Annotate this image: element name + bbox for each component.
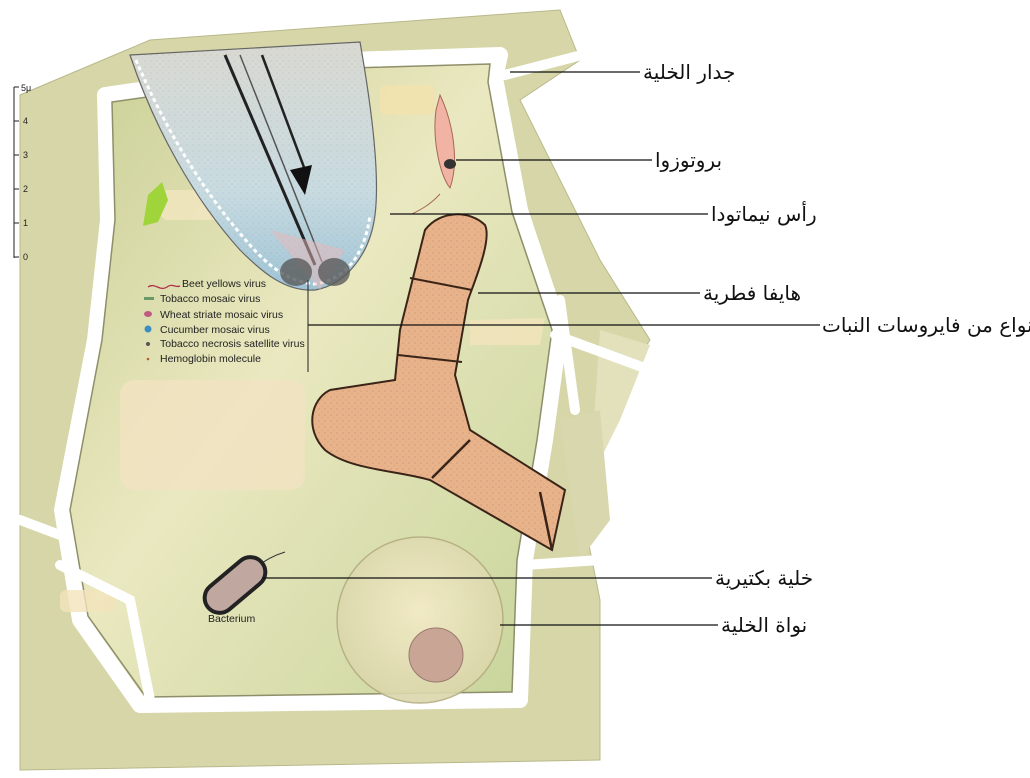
cell-nucleus — [337, 537, 503, 703]
legend-item-0: Beet yellows virus — [182, 278, 266, 290]
legend-item-3: Cucumber mosaic virus — [160, 324, 270, 336]
scale-tick-3: 3 — [23, 150, 28, 160]
scale-tick-2: 2 — [23, 184, 28, 194]
legend-item-4: Tobacco necrosis satellite virus — [160, 338, 305, 350]
sphere-icon — [145, 326, 152, 333]
scale-tick-0: 0 — [23, 252, 28, 262]
label-bacterial-cell: خلية بكتيرية — [715, 568, 813, 588]
bullet-icon — [144, 311, 152, 317]
label-nematode-head: رأس نيماتودا — [711, 204, 817, 224]
legend-item-2: Wheat striate mosaic virus — [160, 309, 283, 321]
label-cell-wall: جدار الخلية — [643, 62, 735, 82]
label-plant-viruses: أنواع من فايروسات النبات — [822, 315, 1030, 335]
legend-item-5: Hemoglobin molecule — [160, 353, 261, 365]
bacterium-caption: Bacterium — [208, 613, 256, 625]
tiny-dot-icon — [147, 358, 150, 361]
rod-icon — [144, 297, 154, 300]
legend-item-1: Tobacco mosaic virus — [160, 293, 260, 305]
scale-tick-4: 4 — [23, 116, 28, 126]
label-cell-nucleus: نواة الخلية — [721, 615, 807, 635]
scale-tick-1: 1 — [23, 218, 28, 228]
dot-icon — [146, 342, 150, 346]
scale-unit: 5μ — [21, 83, 31, 93]
label-protozoa: بروتوزوا — [655, 150, 722, 170]
label-fungal-hypha: هايفا فطرية — [703, 283, 801, 303]
